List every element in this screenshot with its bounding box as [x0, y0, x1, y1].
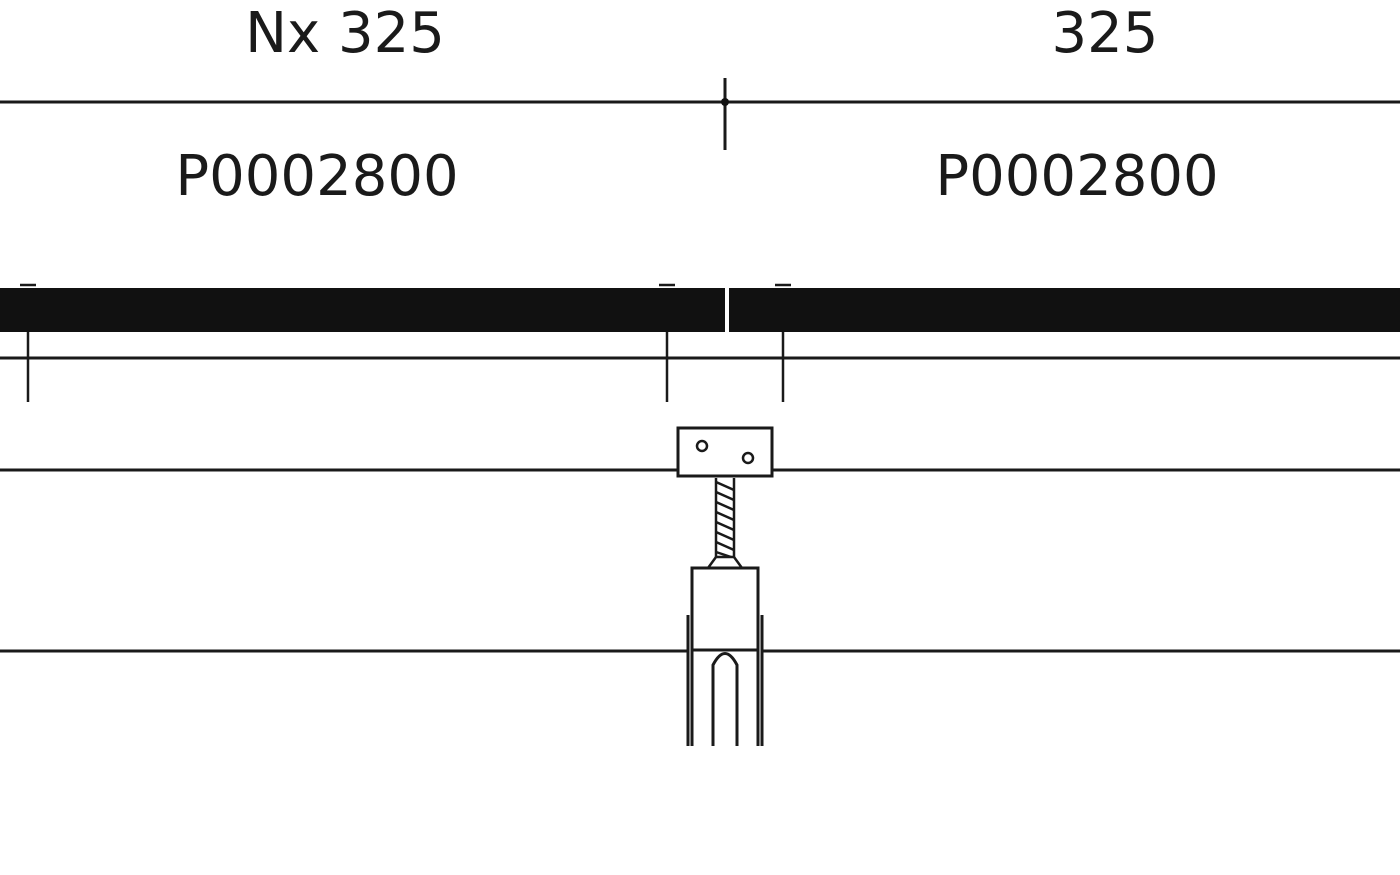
screw-shanks [26, 332, 785, 402]
rail-bar-right [729, 288, 1400, 332]
pedestal-support [676, 426, 774, 746]
plate-hole-icon [741, 451, 755, 465]
dimension-label-right: 325 [1052, 1, 1159, 66]
part-code-left: P0002800 [175, 144, 458, 209]
pedestal-base [686, 566, 764, 746]
threaded-rod [714, 478, 736, 560]
pedestal-nut [705, 555, 745, 570]
dimension-label-left: Nx 325 [245, 1, 445, 66]
dimension-line [0, 78, 1400, 150]
pedestal-head-plate [676, 426, 774, 478]
rail-bar-left [0, 288, 725, 332]
plate-hole-icon [695, 439, 709, 453]
part-code-right: P0002800 [935, 144, 1218, 209]
